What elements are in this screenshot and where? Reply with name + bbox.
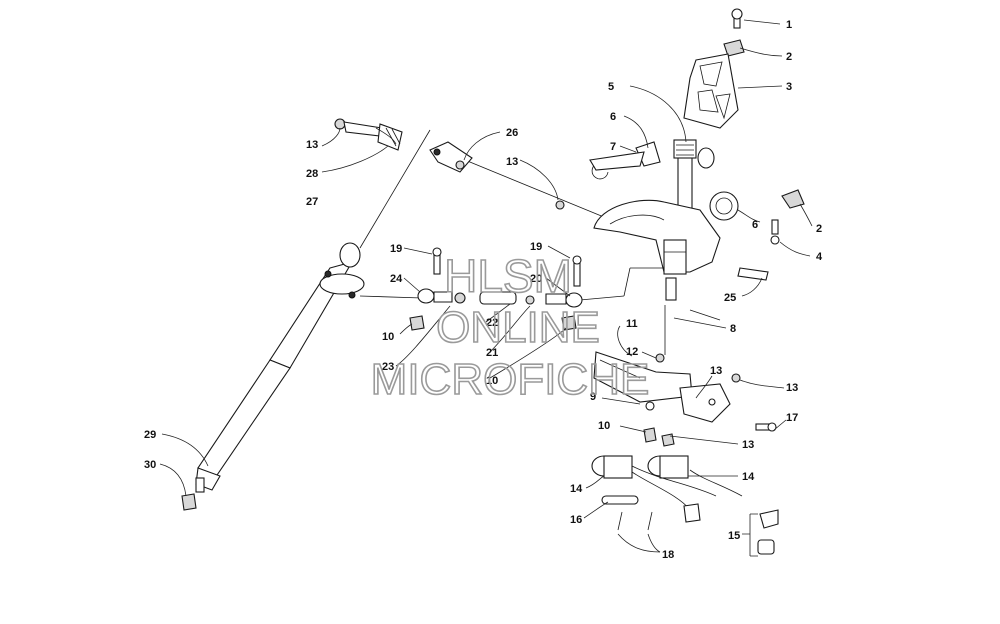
callout-24: 24: [390, 273, 403, 285]
callout-30: 30: [144, 459, 156, 471]
callout-3: 3: [786, 81, 792, 93]
callout-26: 26: [506, 127, 518, 139]
steering-shaft: [181, 129, 431, 511]
linkage-hardware: [409, 247, 583, 331]
callout-29: 29: [144, 429, 156, 441]
steering-support: [579, 199, 769, 355]
callout-17: 17: [786, 412, 798, 424]
callout-10: 10: [486, 375, 498, 387]
callout-16: 16: [570, 514, 582, 526]
callout-11: 11: [626, 318, 638, 330]
callout-13: 13: [506, 156, 518, 168]
callout-10: 10: [382, 331, 394, 343]
watermark-line-2: ONLINE: [436, 303, 600, 352]
callout-13: 13: [306, 139, 318, 151]
callout-20: 20: [530, 273, 542, 285]
callout-23: 23: [382, 361, 394, 373]
callout-14: 14: [570, 483, 583, 495]
callout-27: 27: [306, 196, 318, 208]
callout-19: 19: [530, 241, 542, 253]
callout-18: 18: [662, 549, 674, 561]
callout-7: 7: [610, 141, 616, 153]
callout-13: 13: [710, 365, 722, 377]
callout-numbers: 1 2 3 5 6 7 6 2 4 25 8 11 12 13 13 9 17 …: [144, 19, 823, 561]
callout-28: 28: [306, 168, 318, 180]
callout-9: 9: [590, 391, 596, 403]
callout-8: 8: [730, 323, 736, 335]
callout-6: 6: [752, 219, 758, 231]
leader-lines: [159, 19, 813, 557]
callout-2: 2: [786, 51, 792, 63]
callout-25: 25: [724, 292, 736, 304]
callout-1: 1: [786, 19, 792, 31]
callout-15: 15: [728, 530, 740, 542]
pitman-arm: [429, 141, 565, 210]
watermark-line-3: MICROFICHE: [371, 355, 650, 404]
watermark-line-1: HLSM: [444, 250, 572, 302]
callout-13: 13: [742, 439, 754, 451]
callout-12: 12: [626, 346, 638, 358]
tie-rod-end: [334, 118, 403, 151]
callout-13: 13: [786, 382, 798, 394]
callout-14: 14: [742, 471, 755, 483]
callout-4: 4: [816, 251, 823, 263]
watermark: HLSM ONLINE MICROFICHE: [370, 249, 650, 405]
column-bushing: [709, 189, 805, 245]
callout-6: 6: [610, 111, 616, 123]
callout-10: 10: [598, 420, 610, 432]
callout-19: 19: [390, 243, 402, 255]
callout-21: 21: [486, 347, 498, 359]
handlebar-block: [683, 8, 745, 129]
callout-5: 5: [608, 81, 614, 93]
callout-2: 2: [816, 223, 822, 235]
callout-22: 22: [486, 317, 498, 329]
